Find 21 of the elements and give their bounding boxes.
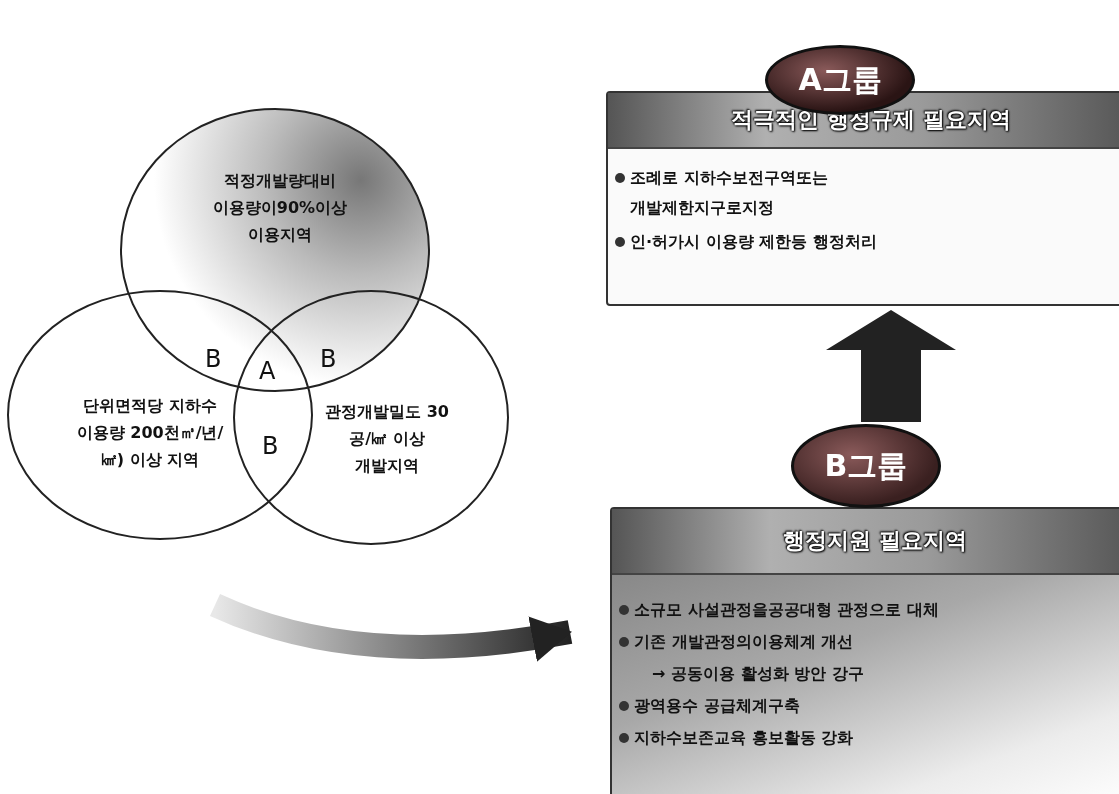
- venn-circle: [233, 290, 509, 545]
- region-letter: A: [259, 357, 276, 385]
- panel-box: [610, 507, 1119, 794]
- circle-text: 관정개발밀도 30 공/㎢ 이상 개발지역: [324, 401, 450, 477]
- bullet-text: 소규모 사설관정을공공대형 관정으로 대체: [634, 599, 939, 621]
- group-badge: B그룹: [791, 424, 941, 508]
- panel-header: 행정지원 필요지역: [612, 509, 1119, 575]
- bullet-text: 지하수보존교육 홍보활동 강화: [634, 727, 854, 749]
- bullet-text: 조례로 지하수보전구역또는 개발제한지구로지정: [630, 167, 829, 219]
- arrow: [826, 310, 956, 422]
- region-letter: B: [320, 345, 337, 373]
- bullet-text: 광역용수 공급체계구축: [634, 695, 800, 717]
- bullet-text: 인·허가시 이용량 제한등 행정처리: [630, 231, 877, 253]
- arrow: [210, 593, 572, 662]
- circle-text: 적정개발량대비 이용량이90%이상 이용지역: [211, 170, 349, 246]
- venn-circle: [7, 290, 313, 540]
- circle-text: 단위면적당 지하수 이용량 200천㎥/년/㎢) 이상 지역: [75, 395, 225, 471]
- region-letter: B: [205, 345, 222, 373]
- bullet-text: 기존 개발관정의이용체계 개선: [634, 631, 854, 653]
- bullet-text: → 공동이용 활성화 방안 강구: [652, 663, 864, 685]
- region-letter: B: [262, 432, 279, 460]
